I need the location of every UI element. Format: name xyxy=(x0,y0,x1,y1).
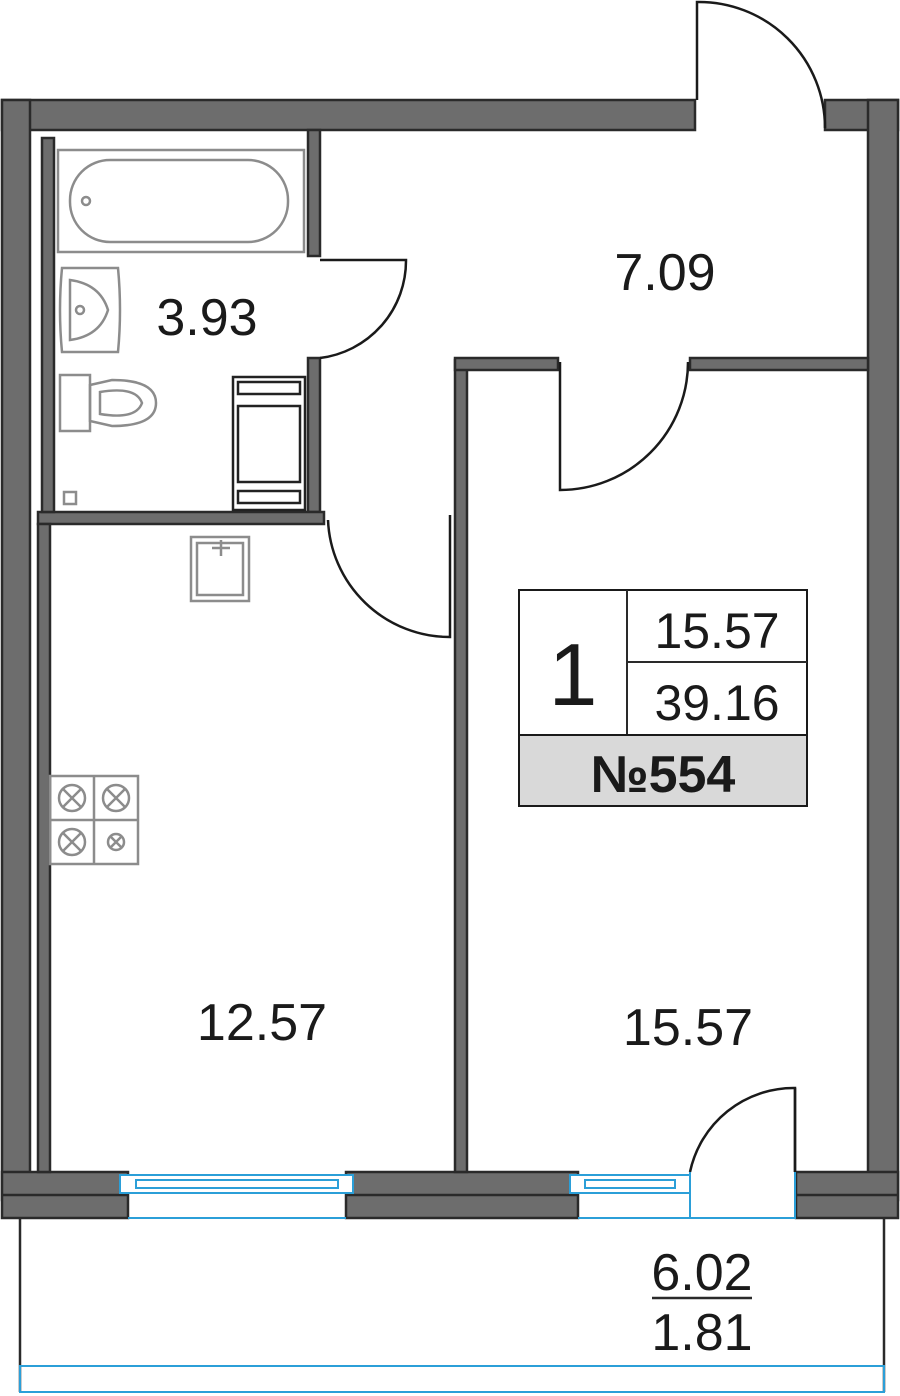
floor-drain-icon xyxy=(62,490,78,506)
windows xyxy=(119,1174,796,1219)
outer-walls xyxy=(0,98,900,1220)
kitchen-fixtures xyxy=(48,535,251,866)
washing-machine-icon xyxy=(231,375,307,512)
kitchen-sink-icon xyxy=(189,535,251,603)
bathroom-area: 3.93 xyxy=(156,289,257,347)
balcony-railing xyxy=(19,1365,885,1393)
room-labels: 3.93 7.09 12.57 15.57 6.02 1.81 xyxy=(156,244,753,1362)
bathtub-icon xyxy=(56,148,306,254)
stove-icon xyxy=(48,774,140,866)
kitchen-area: 12.57 xyxy=(197,994,327,1052)
doors xyxy=(319,0,827,1173)
bedroom-area: 15.57 xyxy=(623,999,753,1057)
entrance-door xyxy=(695,0,827,129)
bathroom-fixtures xyxy=(56,148,307,512)
balcony-door xyxy=(688,1086,797,1173)
balcony-area-reduced: 1.81 xyxy=(651,1304,752,1362)
rooms-count: 1 xyxy=(549,625,598,724)
interior-walls xyxy=(36,128,870,1174)
bedroom-door xyxy=(558,361,690,492)
info-card: 1 15.57 39.16 №554 xyxy=(518,589,808,807)
sink-icon xyxy=(58,266,122,354)
living-area: 15.57 xyxy=(654,603,779,659)
balcony xyxy=(18,1172,886,1393)
total-area: 39.16 xyxy=(654,675,779,731)
toilet-icon xyxy=(58,373,158,433)
apartment-number: №554 xyxy=(591,746,736,804)
bathroom-door xyxy=(319,258,408,360)
kitchen-door xyxy=(326,515,452,639)
hallway-area: 7.09 xyxy=(614,244,715,302)
balcony-area-full: 6.02 xyxy=(651,1244,752,1302)
